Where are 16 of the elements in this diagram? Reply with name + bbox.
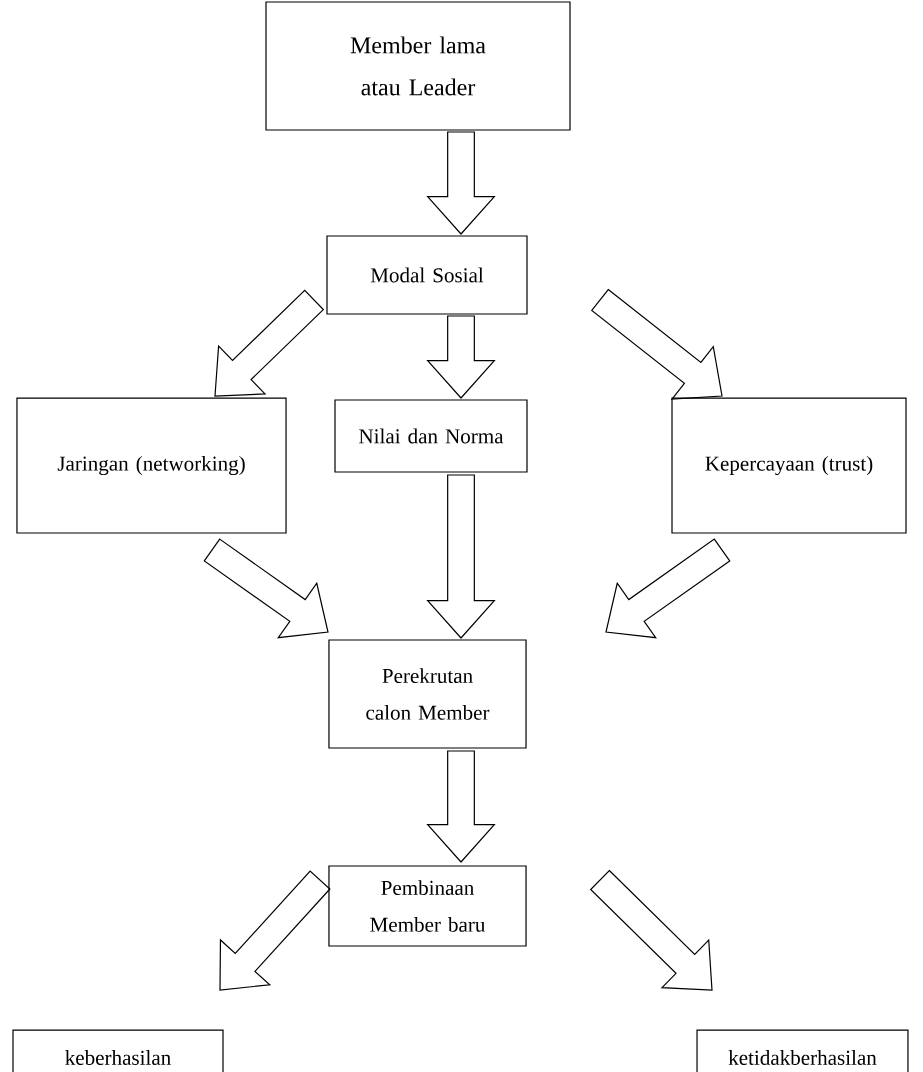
process-box: Jaringan (networking) xyxy=(16,397,287,534)
process-box: keberhasilan xyxy=(12,1029,224,1072)
process-box: Pembinaan Member baru xyxy=(328,865,527,947)
block-arrow xyxy=(426,474,496,639)
process-box: Modal Sosial xyxy=(326,235,528,315)
block-arrow xyxy=(426,131,496,235)
block-arrow xyxy=(219,870,331,991)
block-arrow xyxy=(203,538,329,639)
process-box: Perekrutan calon Member xyxy=(328,639,527,749)
process-box: Nilai dan Norma xyxy=(334,399,528,473)
process-box: Member lama atau Leader xyxy=(265,1,571,131)
block-arrow xyxy=(426,750,496,863)
block-arrow xyxy=(426,315,496,399)
block-arrow xyxy=(605,538,731,639)
process-box: ketidakberhasilan xyxy=(696,1029,909,1072)
process-box: Kepercayaan (trust) xyxy=(671,397,907,534)
